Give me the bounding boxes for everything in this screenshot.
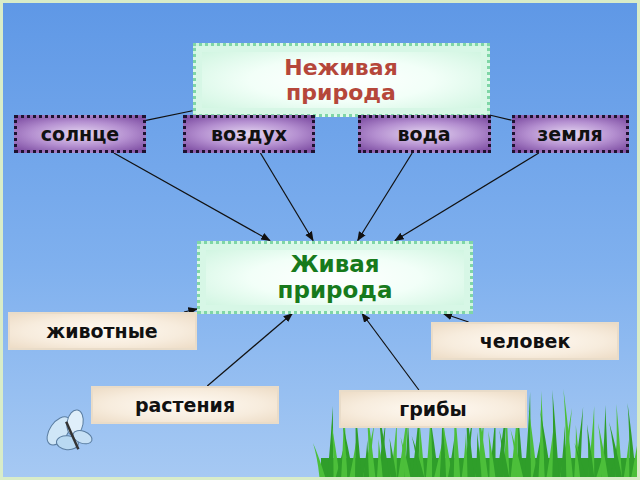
organism-box: человек [431,322,619,360]
connector [358,153,412,241]
element-box: солнце [14,115,146,153]
connector [260,153,313,241]
node-text: земля [537,123,603,145]
node-text: вода [397,123,450,145]
category-box: Неживая природа [193,43,490,117]
node-text: Живая природа [260,251,410,304]
node-text: солнце [41,123,119,145]
node-text: воздух [211,123,287,145]
connector [362,314,419,391]
grass [313,389,640,480]
element-box: вода [358,115,491,153]
node-text: животные [46,320,158,342]
node-text: Неживая природа [266,55,416,106]
node-text: растения [135,394,235,416]
connector [114,153,270,241]
node-text: человек [480,330,571,352]
connector [490,115,512,120]
connector [395,153,539,241]
category-box: Живая природа [197,241,473,314]
organism-box: животные [8,312,197,350]
butterfly [36,404,97,461]
element-box: земля [512,115,629,153]
element-box: воздух [183,115,315,153]
node-text: грибы [399,398,466,420]
connector [443,314,468,323]
connector [207,314,292,387]
organism-box: грибы [339,390,527,428]
organism-box: растения [91,386,279,424]
